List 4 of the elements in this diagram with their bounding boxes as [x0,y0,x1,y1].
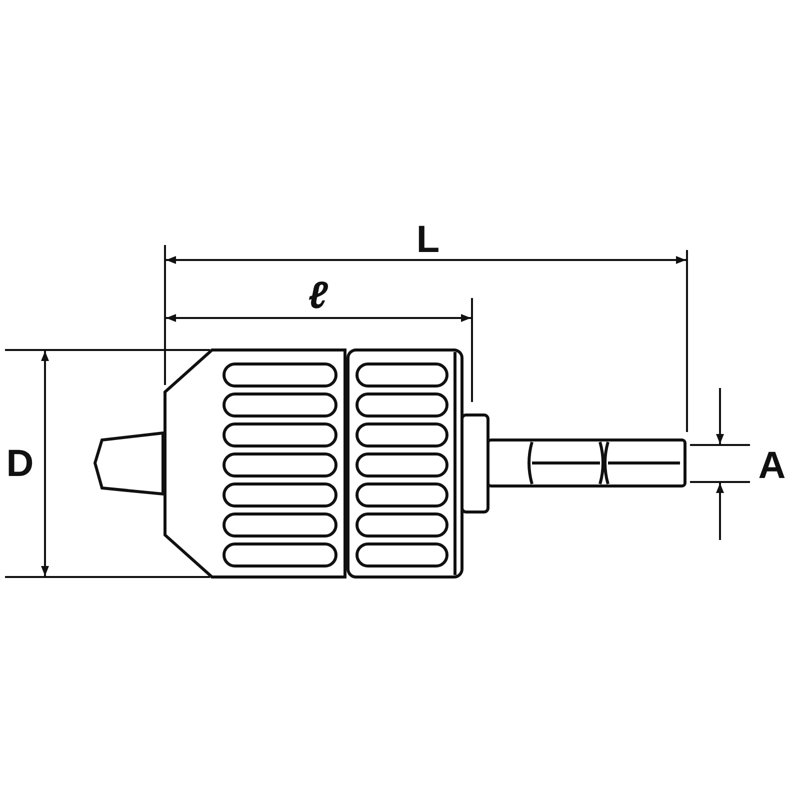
dimension-label: A [758,445,786,487]
dimension-label: D [6,443,34,485]
dimension-label: ℓ [308,275,328,317]
dimension-label: L [416,219,440,261]
